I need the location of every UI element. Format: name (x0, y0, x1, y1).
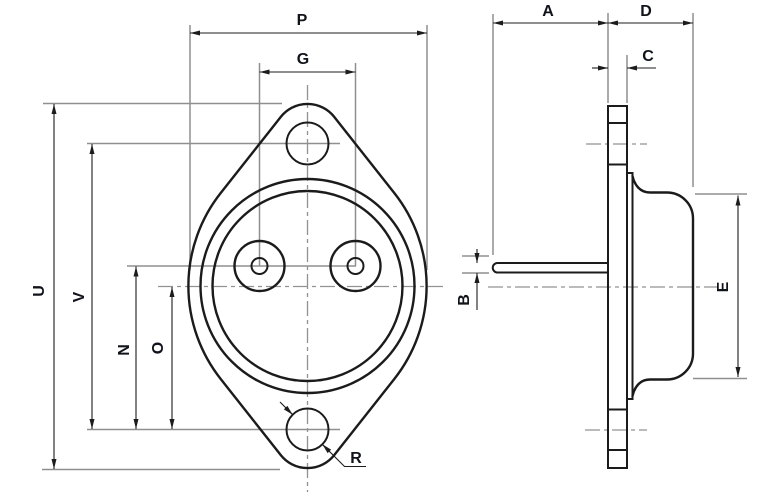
front-view: P G U V N O R (31, 12, 445, 492)
dim-label-n: N (116, 344, 133, 356)
can-profile (631, 174, 695, 398)
dimension-N: N (116, 266, 139, 429)
dim-label-d: D (640, 3, 652, 20)
dimension-P: P (190, 12, 427, 36)
dimension-G: G (259, 51, 356, 75)
dimension-O: O (150, 287, 175, 429)
dim-label-o: O (150, 342, 167, 354)
side-view: A D C B E (456, 3, 747, 469)
pin-left-lead (250, 257, 269, 275)
pin-left-insulator (233, 239, 286, 293)
dim-label-a: A (542, 3, 554, 20)
can-base-strip (626, 172, 634, 400)
dim-label-e: E (715, 281, 732, 292)
dim-label-c: C (642, 48, 654, 65)
pin-right-lead (346, 257, 365, 275)
pin-right-insulator (329, 239, 382, 293)
pin-lead-side (491, 262, 609, 274)
dim-label-g: G (297, 51, 309, 68)
mounting-hole-bottom (285, 407, 330, 452)
can-outer-circle (199, 177, 416, 395)
front-part-geometry (187, 102, 428, 470)
dimension-C: C (592, 48, 656, 71)
dimension-A: A (493, 3, 608, 26)
dimension-D: D (608, 3, 693, 26)
front-extension-lines (42, 25, 428, 471)
dim-label-v: V (71, 291, 88, 302)
dimension-U: U (31, 104, 57, 469)
dimension-E: E (715, 195, 741, 377)
side-extension-lines (462, 13, 747, 380)
dim-label-r: R (350, 450, 362, 467)
dim-label-u: U (31, 285, 48, 297)
side-part-geometry (491, 105, 695, 469)
can-inner-circle (211, 189, 404, 383)
front-center-lines (158, 85, 445, 492)
flange-outline (187, 102, 428, 470)
dimension-V: V (71, 144, 95, 429)
side-center-lines (488, 143, 717, 431)
dimension-B: B (456, 249, 480, 310)
mounting-hole-top (285, 121, 330, 166)
dim-label-b: B (456, 294, 473, 306)
dimension-R: R (279, 401, 366, 468)
flange-hole-edges (607, 122, 628, 451)
dim-label-p: P (297, 12, 308, 29)
flange-side (607, 105, 628, 469)
